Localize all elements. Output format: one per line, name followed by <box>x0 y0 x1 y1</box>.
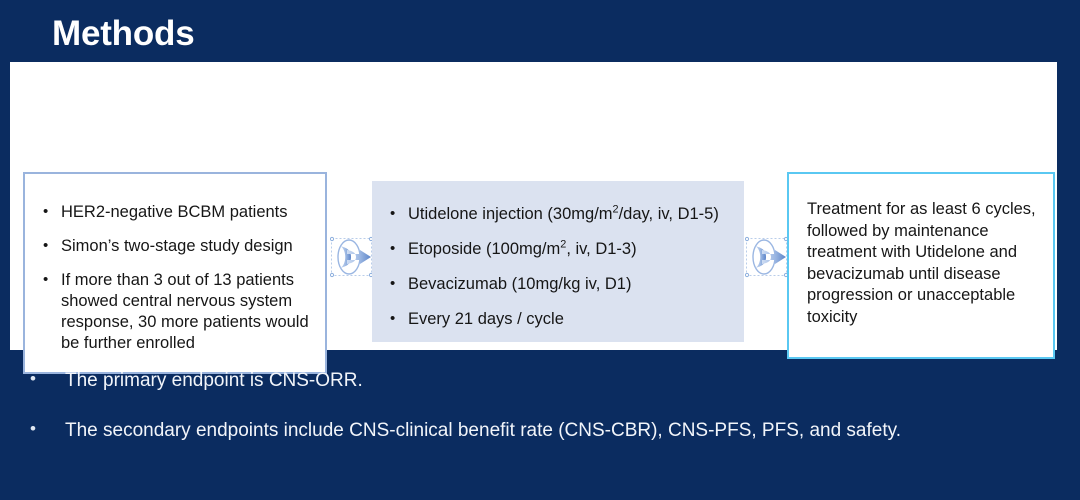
list-item: Etoposide (100mg/m2, iv, D1-3) <box>386 238 732 260</box>
list-item: Utidelone injection (30mg/m2/day, iv, D1… <box>386 203 732 225</box>
regimen-text-prefix: Etoposide (100mg/m <box>408 240 561 258</box>
list-item: The primary endpoint is CNS-ORR. <box>0 366 1080 394</box>
arrow-eligibility-to-regimen-icon <box>330 232 376 282</box>
list-item: If more than 3 out of 13 patients showed… <box>39 269 311 354</box>
list-item: HER2-negative BCBM patients <box>39 201 311 223</box>
regimen-box: Utidelone injection (30mg/m2/day, iv, D1… <box>372 181 744 342</box>
list-item: The secondary endpoints include CNS-clin… <box>0 416 1080 444</box>
page-title: Methods <box>52 14 195 53</box>
content-panel: HER2-negative BCBM patients Simon’s two-… <box>10 62 1057 374</box>
regimen-superscript: 2 <box>560 238 567 251</box>
maintenance-box: Treatment for as least 6 cycles, followe… <box>787 172 1055 359</box>
eligibility-bullet-list: HER2-negative BCBM patients Simon’s two-… <box>39 201 311 354</box>
regimen-bullet-list: Utidelone injection (30mg/m2/day, iv, D1… <box>386 203 732 330</box>
regimen-text-prefix: Every 21 days / cycle <box>408 310 564 328</box>
list-item: Every 21 days / cycle <box>386 308 732 330</box>
regimen-text-suffix: /day, iv, D1-5) <box>618 205 719 223</box>
list-item: Simon’s two-stage study design <box>39 235 311 257</box>
maintenance-text: Treatment for as least 6 cycles, followe… <box>807 200 1036 326</box>
regimen-text-prefix: Utidelone injection (30mg/m <box>408 205 613 223</box>
regimen-text-suffix: , iv, D1-3) <box>566 240 637 258</box>
regimen-text-prefix: Bevacizumab (10mg/kg iv, D1) <box>408 275 632 293</box>
list-item: Bevacizumab (10mg/kg iv, D1) <box>386 273 732 295</box>
regimen-superscript: 2 <box>612 203 619 216</box>
endpoint-bullet-list: The primary endpoint is CNS-ORR. The sec… <box>0 366 1080 444</box>
eligibility-box: HER2-negative BCBM patients Simon’s two-… <box>23 172 327 374</box>
endpoints-section: The primary endpoint is CNS-ORR. The sec… <box>0 366 1080 468</box>
arrow-regimen-to-maintenance-icon <box>745 232 791 282</box>
